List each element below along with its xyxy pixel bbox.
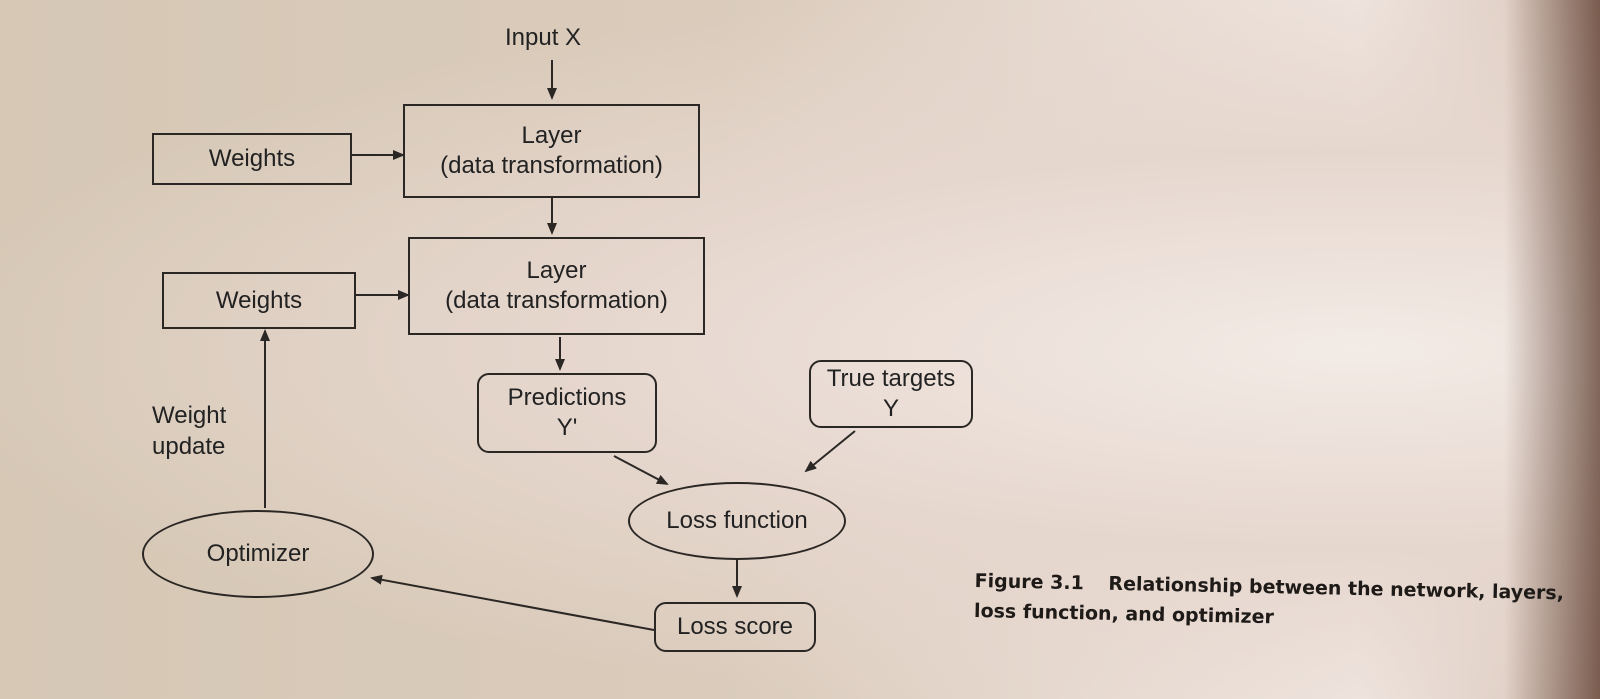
figure-number: Figure 3.1: [974, 569, 1085, 595]
arrow-targets-to-loss-function: [804, 430, 856, 473]
input-label: Input X: [505, 24, 582, 51]
true-targets-box: True targets Y: [809, 360, 973, 428]
arrow-loss-score-to-optimizer: [370, 574, 655, 631]
optimizer-ellipse: Optimizer: [142, 510, 374, 598]
true-targets-title: True targets: [826, 365, 956, 392]
weight-update-label: Weight update: [152, 400, 226, 462]
layer-title-1: Layer: [521, 122, 582, 149]
arrow-predictions-to-loss-function: [613, 455, 669, 485]
weight-update-line2: update: [152, 433, 226, 461]
weights-box-1: Weights: [152, 133, 352, 185]
figure-caption: Figure 3.1 Relationship between the netw…: [974, 566, 1575, 639]
weight-update-line1: Weight: [152, 402, 227, 429]
weights-box-2: Weights: [162, 272, 356, 329]
predictions-title: Predictions: [507, 384, 627, 411]
layer-title-2: Layer: [526, 257, 587, 284]
layer-box-1: Layer (data transformation): [403, 104, 700, 198]
predictions-symbol: Y': [556, 414, 578, 441]
layer-box-2: Layer (data transformation): [408, 237, 705, 335]
layer-subtitle-1: (data transformation): [440, 152, 663, 179]
loss-score-box: Loss score: [654, 602, 816, 652]
predictions-box: Predictions Y': [477, 373, 657, 453]
layer-subtitle-2: (data transformation): [445, 287, 668, 314]
loss-function-ellipse: Loss function: [628, 482, 846, 560]
true-targets-symbol: Y: [882, 395, 899, 422]
